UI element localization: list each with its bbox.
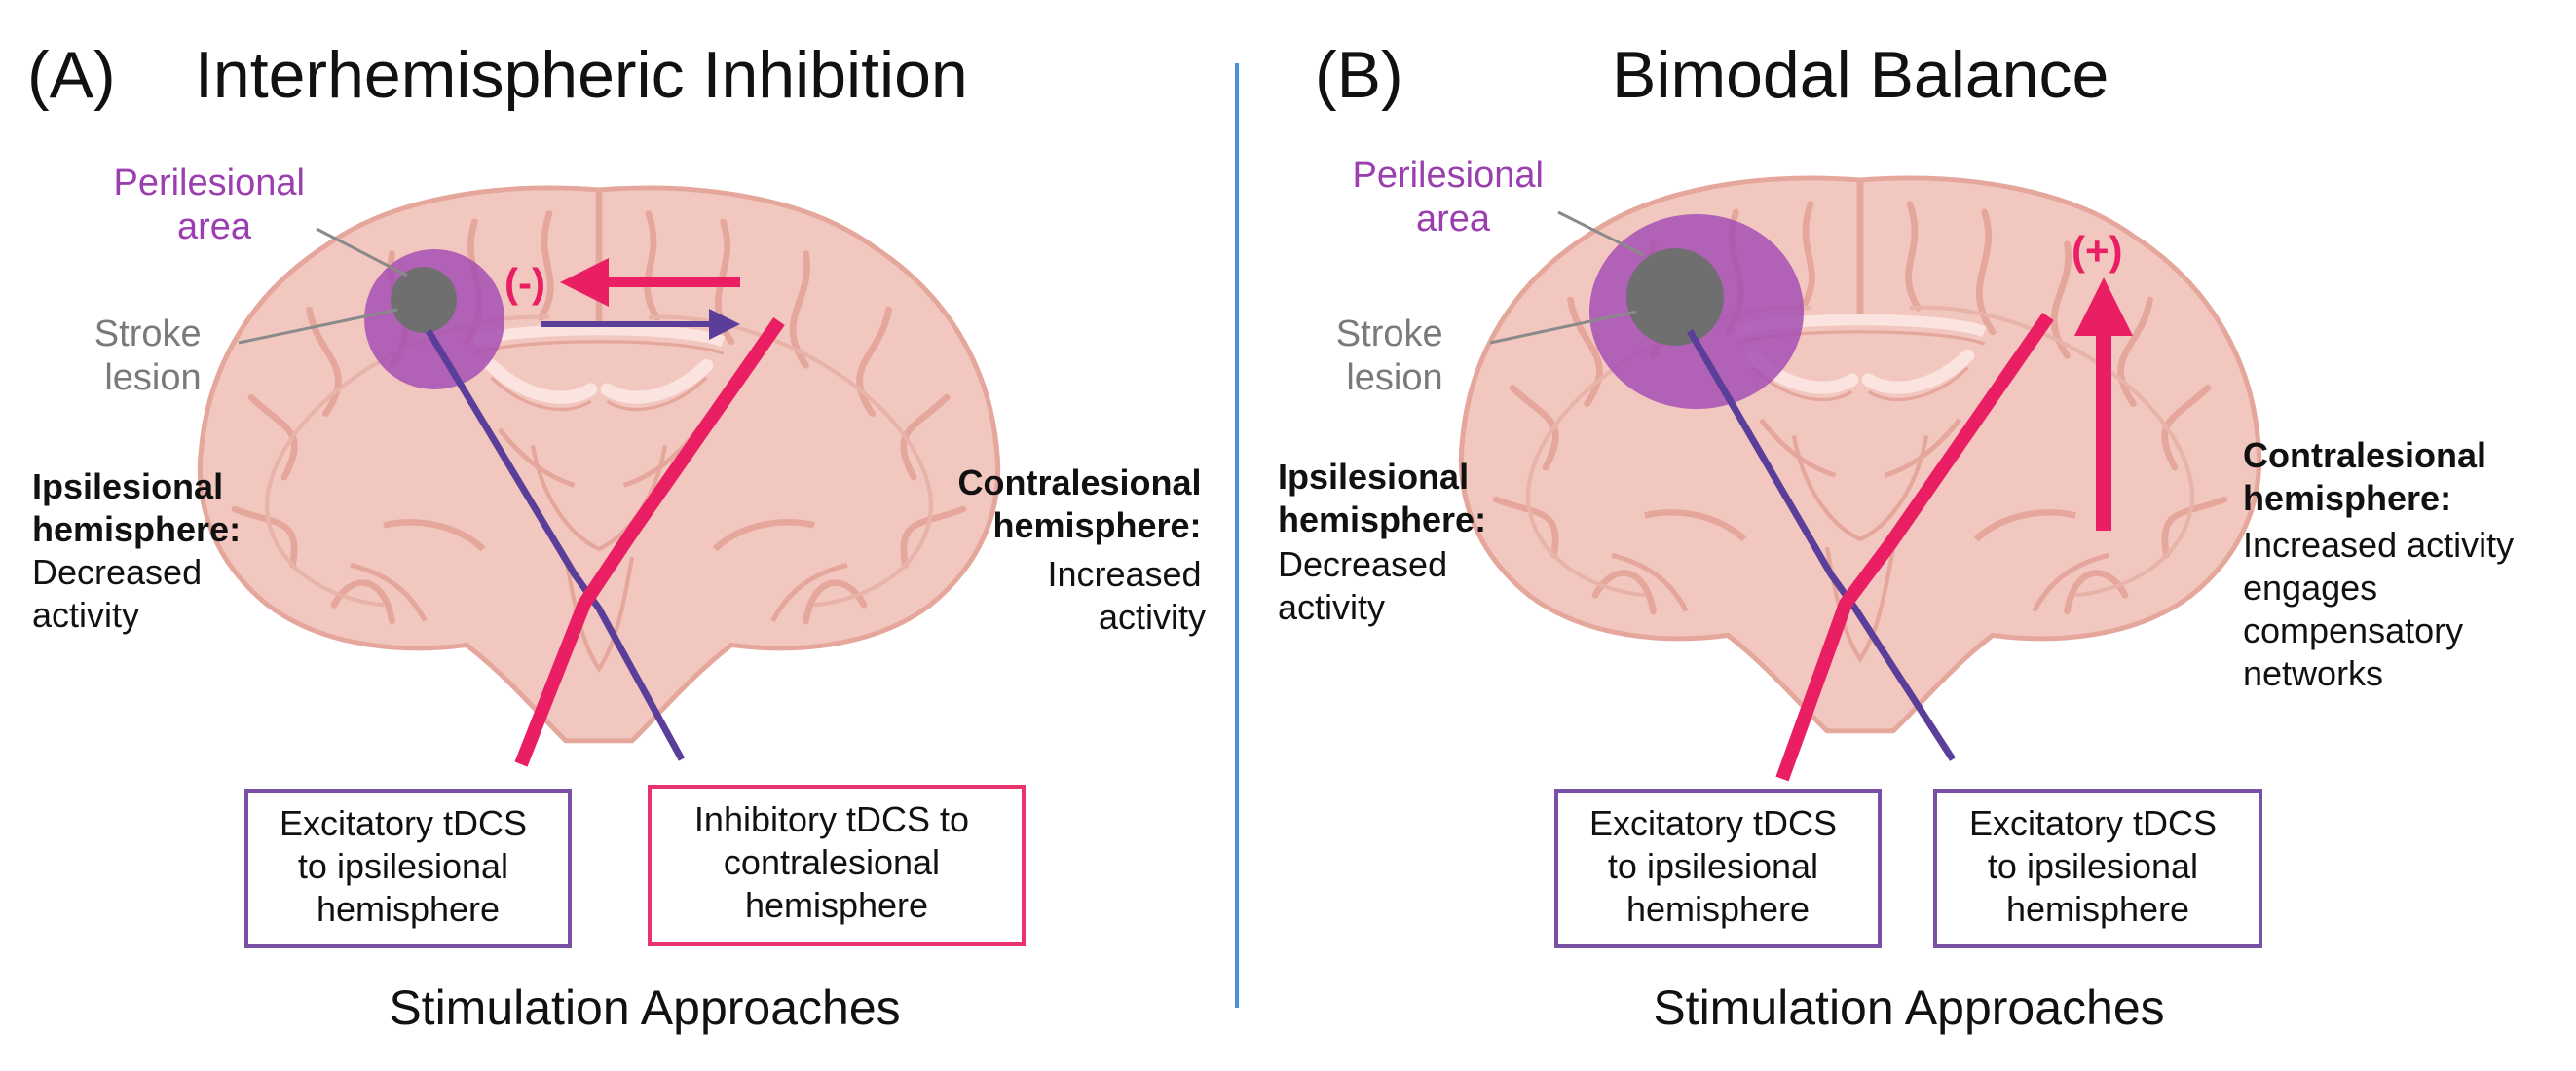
inhibitory-box-text: Inhibitory tDCS to contralesional hemisp…: [694, 799, 979, 925]
panel-a-label: (A): [27, 38, 116, 112]
activity-sign: (+): [2072, 228, 2123, 274]
stroke-label: Stroke lesion: [94, 314, 211, 398]
excitatory-box: [244, 789, 572, 948]
brain-coronal-icon: [1461, 178, 2259, 731]
excitatory-box-right: [1933, 789, 2262, 948]
stroke-label: Stroke lesion: [1336, 314, 1453, 398]
excitatory-box-left-text: Excitatory tDCS to ipsilesional hemisphe…: [1589, 803, 1847, 929]
perilesional-pointer: [1557, 210, 1645, 257]
stroke-pointer: [1489, 310, 1637, 345]
stroke-lesion: [391, 267, 457, 333]
panel-b-footer: Stimulation Approaches: [1653, 980, 2164, 1035]
inhibition-sign: (-): [504, 260, 545, 306]
ipsilesional-stim-line: [1686, 329, 1956, 761]
perilesional-label: Perilesional area: [1352, 155, 1553, 240]
ipsilesional-label: Ipsilesional hemisphere: Decreased activ…: [1278, 457, 1491, 627]
panel-a: (A) Interhemispheric Inhibition (-) Peri…: [27, 38, 1206, 1035]
ipsilesional-label: Ipsilesional hemisphere: Decreased activ…: [32, 466, 245, 635]
inhibitory-box: [648, 785, 1026, 946]
panel-b-label: (B): [1315, 38, 1403, 112]
panel-b-title: Bimodal Balance: [1612, 38, 2109, 112]
purple-arrowhead: [709, 309, 740, 340]
excitatory-box-right-text: Excitatory tDCS to ipsilesional hemisphe…: [1969, 803, 2226, 929]
panel-b: (B) Bimodal Balance (+) Perilesional are…: [1278, 38, 2519, 1035]
panel-a-title: Interhemispheric Inhibition: [195, 38, 968, 112]
contralesional-label: Contralesional hemisphere: Increased act…: [957, 462, 1206, 637]
contralesional-stim-line: [514, 316, 785, 767]
contralesional-stim-line: [1775, 313, 2054, 782]
excitatory-box-text: Excitatory tDCS to ipsilesional hemisphe…: [280, 803, 537, 929]
stroke-lesion: [1626, 248, 1724, 346]
activity-arrowhead: [2074, 277, 2133, 336]
excitatory-box-left: [1554, 789, 1882, 948]
stroke-pointer: [238, 308, 398, 345]
perilesional-pointer: [316, 227, 408, 277]
panel-a-footer: Stimulation Approaches: [389, 980, 900, 1035]
inhibition-arrowhead: [560, 258, 609, 307]
contralesional-label: Contralesional hemisphere: Increased act…: [2243, 435, 2519, 693]
perilesional-label: Perilesional area: [113, 163, 315, 247]
